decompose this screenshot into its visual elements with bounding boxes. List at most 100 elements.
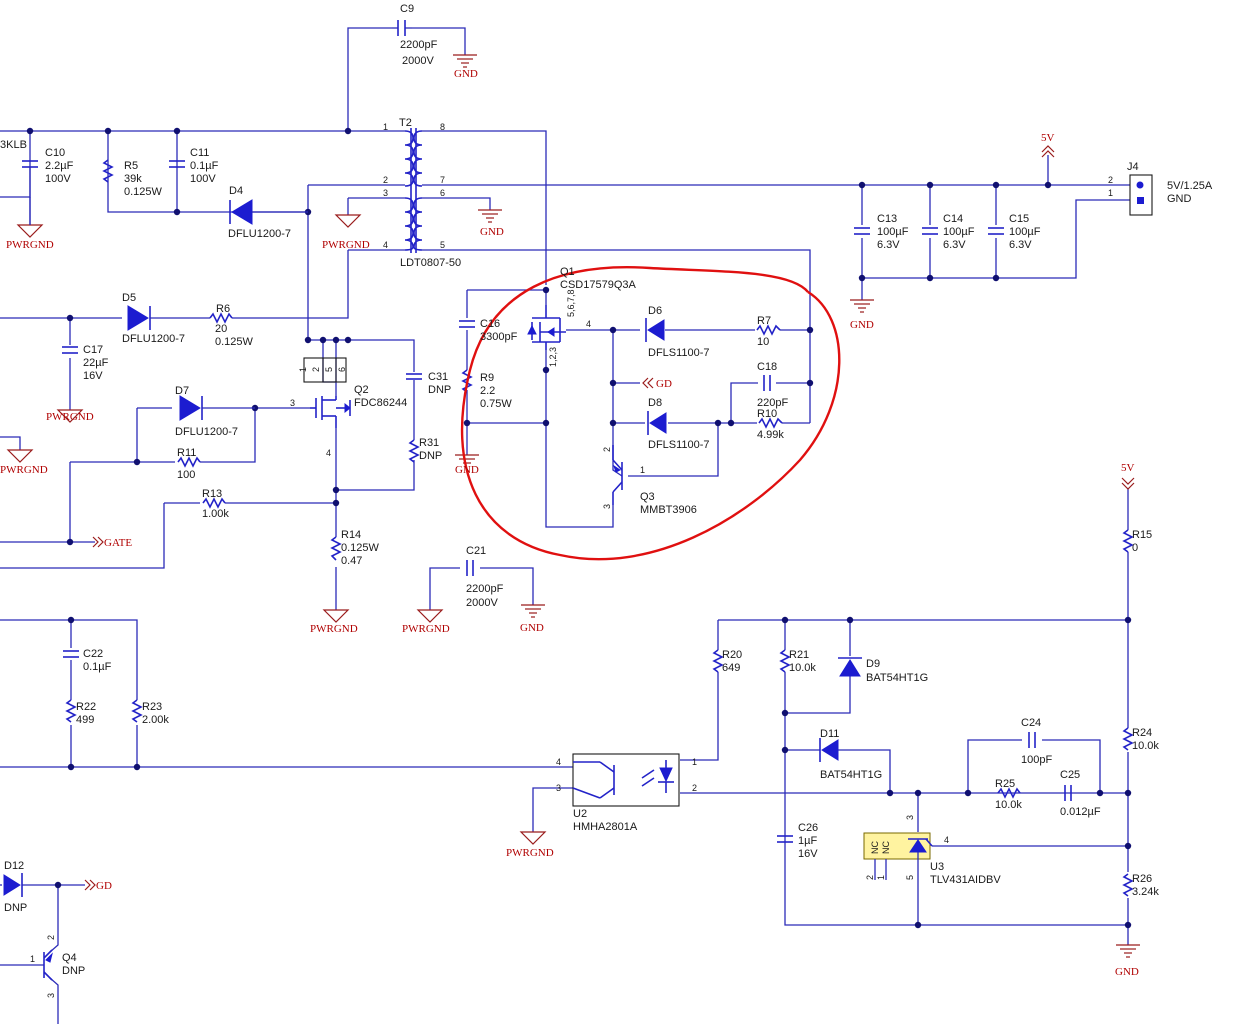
gnd-label-c21: GND bbox=[520, 622, 544, 634]
j4-pin: 2 bbox=[1108, 175, 1113, 185]
mosfet-q2 bbox=[303, 357, 351, 428]
ref-c31: C31 bbox=[428, 371, 448, 383]
ref-r7: R7 bbox=[757, 315, 771, 327]
ref-c13: C13 bbox=[877, 213, 897, 225]
ref-r11: R11 bbox=[177, 447, 196, 459]
q1-pin: 4 bbox=[586, 319, 591, 329]
val-q4: DNP bbox=[62, 965, 85, 977]
ref-c18: C18 bbox=[757, 361, 777, 373]
val-r21: 10.0k bbox=[789, 662, 816, 674]
t2-pin: 1 bbox=[383, 122, 388, 132]
u3-pin: 3 bbox=[905, 815, 915, 820]
ref-r26: R26 bbox=[1132, 873, 1152, 885]
val-r14: 0.125W bbox=[341, 542, 380, 554]
val2-r9: 0.75W bbox=[480, 398, 512, 410]
transformer-t2 bbox=[404, 128, 423, 253]
val-r26: 3.24k bbox=[1132, 886, 1159, 898]
net-labels: GND GND GND GND GND GND PWRGND PWRGND PW… bbox=[0, 68, 1139, 978]
val-c11: 0.1µF bbox=[190, 160, 219, 172]
val-c22: 0.1µF bbox=[83, 661, 112, 673]
val-c14: 100µF bbox=[943, 226, 975, 238]
val-d6: DFLS1100-7 bbox=[648, 347, 710, 359]
ref-r20: R20 bbox=[722, 649, 742, 661]
u3-pin: 2 bbox=[865, 875, 875, 880]
ref-c16: C16 bbox=[480, 318, 500, 330]
t2-pin: 3 bbox=[383, 188, 388, 198]
val-c10: 2.2µF bbox=[45, 160, 74, 172]
t2-pin: 7 bbox=[440, 175, 445, 185]
val2-r5: 0.125W bbox=[124, 186, 163, 198]
t2-pin: 6 bbox=[440, 188, 445, 198]
ref-d8: D8 bbox=[648, 397, 662, 409]
ref-r23: R23 bbox=[142, 701, 162, 713]
v5-label-top: 5V bbox=[1041, 132, 1055, 144]
u2-pin: 1 bbox=[692, 757, 697, 767]
val2-c14: 6.3V bbox=[943, 239, 966, 251]
ref-q2: Q2 bbox=[354, 384, 369, 396]
val2-c9: 2000V bbox=[402, 55, 434, 67]
gd-label-q3: GD bbox=[656, 378, 672, 390]
ref-c22: C22 bbox=[83, 648, 103, 660]
ref-r22: R22 bbox=[76, 701, 96, 713]
ref-c15: C15 bbox=[1009, 213, 1029, 225]
gnd-label-r9: GND bbox=[455, 464, 479, 476]
pin-numbers: 1 2 3 4 8 7 6 5 2 1 1,2,3 5,6,7,8 4 1 2 … bbox=[30, 122, 1113, 998]
val-c26: 1µF bbox=[798, 835, 817, 847]
val-j4: 5V/1.25A bbox=[1167, 180, 1213, 192]
val-d9: BAT54HT1G bbox=[866, 672, 928, 684]
val-r11: 100 bbox=[177, 469, 195, 481]
ref-r9: R9 bbox=[480, 372, 494, 384]
gnd-label-r26: GND bbox=[1115, 966, 1139, 978]
val-c31: DNP bbox=[428, 384, 451, 396]
j4-pin: 1 bbox=[1108, 188, 1113, 198]
ref-d6: D6 bbox=[648, 305, 662, 317]
val-q1: CSD17579Q3A bbox=[560, 279, 636, 291]
val-r31: DNP bbox=[419, 450, 442, 462]
val-u2: HMHA2801A bbox=[573, 821, 638, 833]
gnd-label-c13: GND bbox=[850, 319, 874, 331]
pwrgnd-label-u2: PWRGND bbox=[506, 847, 554, 859]
val2-c13: 6.3V bbox=[877, 239, 900, 251]
val-c18: 220pF bbox=[757, 397, 788, 409]
q3-pin: 3 bbox=[602, 504, 612, 509]
val-c21: 2200pF bbox=[466, 583, 504, 595]
ref-d11: D11 bbox=[820, 728, 839, 740]
v5-label-right: 5V bbox=[1121, 462, 1135, 474]
val-r25: 10.0k bbox=[995, 799, 1022, 811]
ref-c10: C10 bbox=[45, 147, 65, 159]
val2-c17: 16V bbox=[83, 370, 103, 382]
val-d4: DFLU1200-7 bbox=[228, 228, 291, 240]
part-labels: 3KLB C9 2200pF 2000V T2 LDT0807-50 C10 2… bbox=[0, 3, 1213, 977]
val-t2: LDT0807-50 bbox=[400, 257, 461, 269]
val-r10: 4.99k bbox=[757, 429, 784, 441]
ref-c26: C26 bbox=[798, 822, 818, 834]
ref-t2: T2 bbox=[399, 117, 412, 129]
val-r23: 2.00k bbox=[142, 714, 169, 726]
q4-pin: 2 bbox=[46, 935, 56, 940]
q3-pin: 1 bbox=[640, 465, 645, 475]
capacitors bbox=[22, 20, 1072, 843]
ref-u3: U3 bbox=[930, 861, 944, 873]
ref-d4: D4 bbox=[229, 185, 243, 197]
val-d8: DFLS1100-7 bbox=[648, 439, 710, 451]
val-c15: 100µF bbox=[1009, 226, 1041, 238]
u2-pin: 3 bbox=[556, 783, 561, 793]
val2-c15: 6.3V bbox=[1009, 239, 1032, 251]
val-r20: 649 bbox=[722, 662, 740, 674]
q2-pin: 1 bbox=[298, 367, 308, 372]
val-r5: 39k bbox=[124, 173, 142, 185]
ref-c14: C14 bbox=[943, 213, 963, 225]
ref-q1: Q1 bbox=[560, 266, 575, 278]
highlight-circle bbox=[460, 266, 841, 561]
edge-label: 3KLB bbox=[0, 139, 27, 151]
ref-c17: C17 bbox=[83, 344, 103, 356]
val-c24: 100pF bbox=[1021, 754, 1052, 766]
pwrgnd-label-c10: PWRGND bbox=[6, 239, 54, 251]
ref-r15: R15 bbox=[1132, 529, 1152, 541]
val-r13: 1.00k bbox=[202, 508, 229, 520]
val-r24: 10.0k bbox=[1132, 740, 1159, 752]
val2-c21: 2000V bbox=[466, 597, 498, 609]
val-c25: 0.012µF bbox=[1060, 806, 1101, 818]
val2-r6: 0.125W bbox=[215, 336, 254, 348]
